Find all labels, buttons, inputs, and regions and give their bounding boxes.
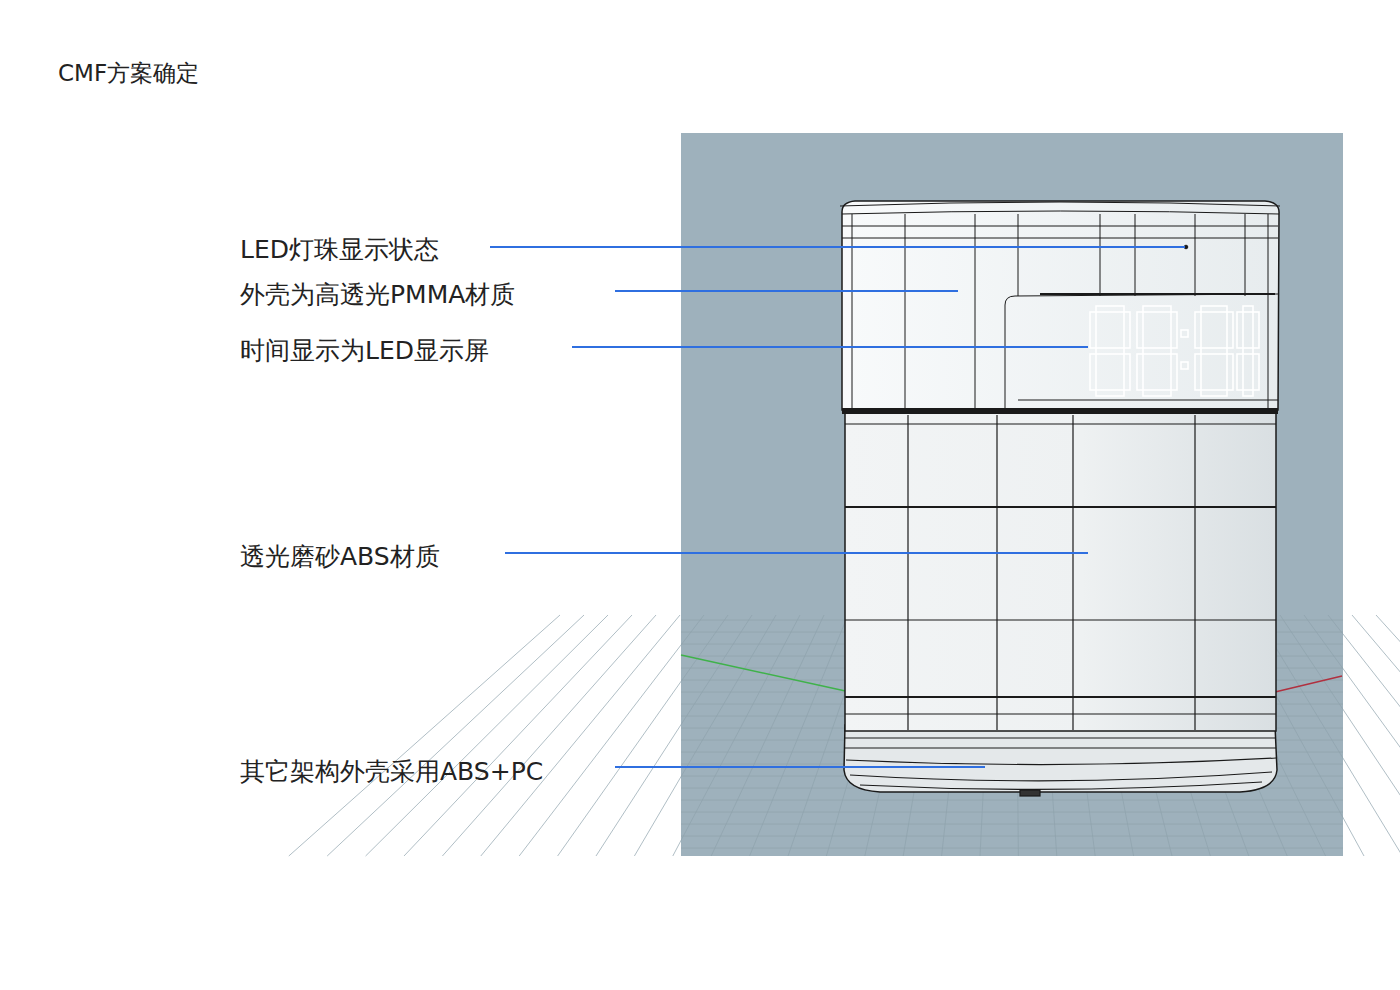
callout-label: 时间显示为LED显示屏 [240, 336, 489, 366]
leader-line [505, 552, 1088, 554]
leader-line [572, 346, 1088, 348]
viewport-background [681, 133, 1343, 856]
base-shell [844, 725, 1277, 792]
lower-shell [845, 413, 1276, 731]
leader-line [490, 246, 1185, 248]
x-axis [1275, 676, 1342, 692]
leader-line [615, 290, 958, 292]
callout-label: 透光磨砂ABS材质 [240, 542, 440, 572]
upper-pmma-shell [842, 201, 1279, 410]
callout-label: LED灯珠显示状态 [240, 235, 439, 265]
lower-wireframe [845, 415, 1276, 730]
y-axis [681, 655, 850, 692]
upper-wireframe [840, 202, 1280, 410]
led-display-segments [1090, 306, 1259, 396]
callout-label: 其它架构外壳采用ABS+PC [240, 757, 543, 787]
leader-line [615, 766, 985, 768]
callout-label: 外壳为高透光PMMA材质 [240, 280, 515, 310]
seam-band [842, 408, 1278, 414]
page-title: CMF方案确定 [58, 59, 199, 87]
